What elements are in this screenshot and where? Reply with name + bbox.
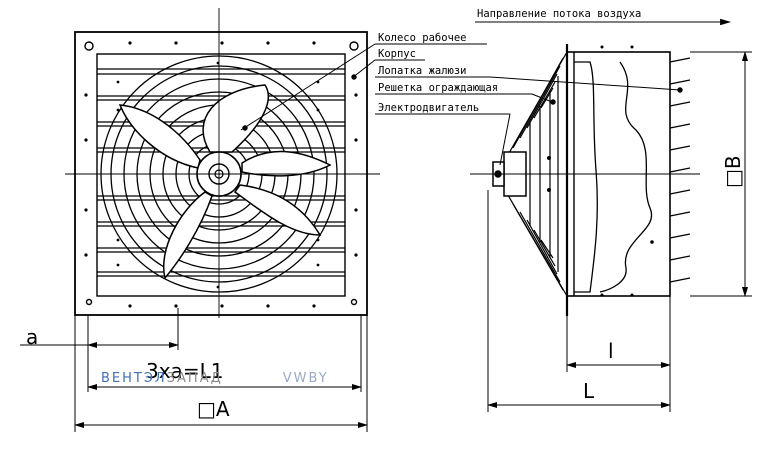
leader-lines [240, 43, 683, 166]
dim-l-big-label: L [583, 379, 595, 403]
front-dimensions [20, 308, 368, 432]
flow-arrow: Направление потока воздуха [475, 8, 732, 26]
flow-direction-label: Направление потока воздуха [477, 8, 641, 20]
watermark-part3: VWBY [282, 371, 329, 386]
dim-width-label: □A [197, 397, 230, 421]
housing-label: Корпус [378, 48, 416, 60]
front-view [65, 8, 380, 318]
dim-pitch-label: 3xa=L1 [146, 359, 223, 383]
dim-height-label: □B [721, 155, 745, 188]
side-view [470, 44, 700, 316]
louver-blade-label: Лопатка жалюзи [378, 65, 467, 77]
motor-label: Электродвигатель [378, 102, 479, 114]
watermark-part2: ЗАПАД [166, 371, 223, 386]
dim-l-small-label: l [608, 339, 614, 363]
dim-a-label: a [26, 325, 38, 349]
guard-grille-label: Решетка ограждающая [378, 82, 498, 94]
side-dimensions [487, 51, 752, 412]
watermark-part1: ВЕНТЭЛ [101, 371, 167, 386]
impeller-label: Колесо рабочее [378, 32, 467, 44]
watermark: ВЕНТЭЛЗАПАД VWBY [101, 371, 329, 386]
